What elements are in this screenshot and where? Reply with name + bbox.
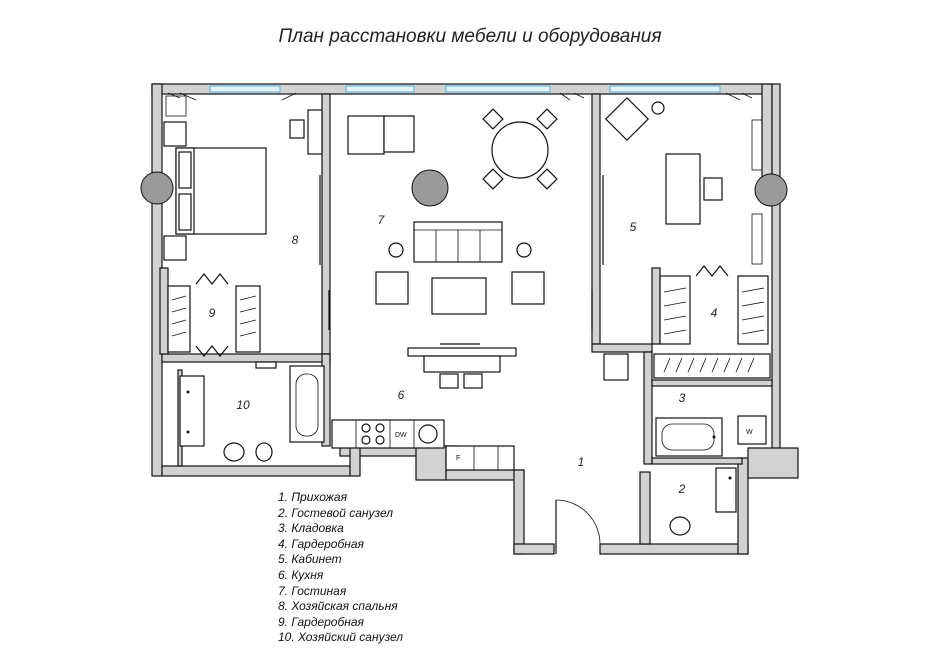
room-number-7: 7 bbox=[377, 213, 385, 227]
room-number-1: 1 bbox=[577, 455, 585, 469]
legend-item: 5. Кабинет bbox=[278, 552, 342, 567]
legend-item: 4. Гардеробная bbox=[278, 536, 364, 551]
room-number-5: 5 bbox=[629, 220, 637, 234]
room-number-3: 3 bbox=[678, 391, 686, 405]
guest-bathroom: W bbox=[655, 415, 767, 536]
windows bbox=[167, 85, 753, 101]
bedroom-wardrobe bbox=[167, 273, 261, 357]
master-bathroom bbox=[179, 361, 325, 462]
room-number-8: 8 bbox=[291, 233, 299, 247]
dishwasher-label: DW bbox=[395, 432, 407, 439]
entrance-door bbox=[555, 499, 601, 554]
kitchen: DW F bbox=[331, 419, 515, 471]
legend-item: 6. Кухня bbox=[278, 567, 324, 582]
legend-item: 3. Кладовка bbox=[278, 521, 344, 536]
washer-label: W bbox=[746, 429, 753, 436]
legend-item: 9. Гардеробная bbox=[278, 614, 364, 629]
room-number-6: 6 bbox=[397, 388, 405, 402]
legend-item: 1. Прихожая bbox=[278, 490, 347, 504]
room-number-4: 4 bbox=[710, 306, 718, 320]
plan-title: План расстановки мебели и оборудования bbox=[278, 26, 662, 47]
study-wardrobe bbox=[603, 265, 771, 381]
study-furniture bbox=[604, 96, 763, 265]
legend-item: 10. Хозяйский санузел bbox=[278, 630, 404, 645]
legend-item: 8. Хозяйская спальня bbox=[278, 599, 398, 614]
living-room bbox=[347, 108, 558, 389]
legend-item: 2. Гостевой санузел bbox=[278, 505, 393, 520]
room-number-9: 9 bbox=[208, 306, 216, 320]
columns bbox=[140, 169, 788, 207]
interior-walls bbox=[159, 93, 773, 465]
bedroom-furniture bbox=[163, 95, 323, 261]
room-number-10: 10 bbox=[236, 398, 250, 412]
legend-item: 7. Гостиная bbox=[278, 583, 347, 598]
room-number-2: 2 bbox=[678, 482, 686, 496]
room-legend: 1. Прихожая 2. Гостевой санузел 3. Кладо… bbox=[278, 490, 403, 646]
fridge-label: F bbox=[456, 455, 460, 462]
